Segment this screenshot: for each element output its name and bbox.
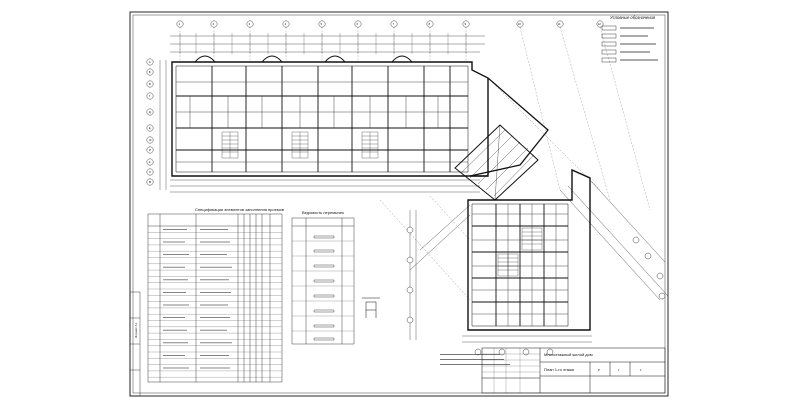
stage-code: Р xyxy=(598,368,600,372)
svg-text:6: 6 xyxy=(357,22,359,26)
svg-text:Л: Л xyxy=(149,170,151,174)
diagonal-connector-plan xyxy=(379,77,601,301)
title-block: Многоэтажный жилой дом План 1-го этажа Р… xyxy=(481,347,666,394)
left-axis-markers xyxy=(146,58,154,186)
svg-text:2: 2 xyxy=(213,22,215,26)
svg-text:10: 10 xyxy=(518,22,522,26)
spec-table-title: Спецификация элементов заполнения проемо… xyxy=(195,207,284,212)
sheets-total: 1 xyxy=(640,368,642,372)
svg-text:7: 7 xyxy=(393,22,395,26)
sheet-frame xyxy=(129,11,669,397)
top-axis-markers xyxy=(176,20,604,28)
svg-text:8: 8 xyxy=(429,22,431,26)
legend: Условные обозначения xyxy=(601,15,658,63)
svg-text:11: 11 xyxy=(558,22,561,26)
svg-text:Д: Д xyxy=(149,110,151,114)
svg-text:К: К xyxy=(149,160,151,164)
diagonal-axis-markers xyxy=(406,226,666,356)
specification-table: Спецификация элементов заполнения проемо… xyxy=(147,207,284,383)
svg-text:1: 1 xyxy=(179,22,181,26)
svg-text:М: М xyxy=(149,180,152,184)
svg-text:Е: Е xyxy=(149,126,151,130)
svg-text:12: 12 xyxy=(598,22,602,26)
svg-text:4: 4 xyxy=(285,22,287,26)
svg-text:5: 5 xyxy=(321,22,323,26)
section-detail xyxy=(362,297,380,318)
legend-title: Условные обозначения xyxy=(610,15,656,20)
left-stamp-strip xyxy=(129,291,141,397)
project-name: Многоэтажный жилой дом xyxy=(544,352,593,357)
svg-text:9: 9 xyxy=(465,22,467,26)
svg-text:И: И xyxy=(149,148,151,152)
general-notes xyxy=(440,354,510,365)
svg-text:Г: Г xyxy=(149,94,151,98)
upper-wing-plan xyxy=(159,33,489,193)
svg-text:3: 3 xyxy=(249,22,251,26)
lintel-schedule: Ведомость перемычек xyxy=(291,210,355,345)
top-axis-labels: 1 2 3 4 5 6 7 8 9 10 11 12 xyxy=(179,22,602,26)
lintel-table-title: Ведомость перемычек xyxy=(302,210,344,215)
lower-wing-plan xyxy=(409,168,669,343)
svg-text:А: А xyxy=(149,60,151,64)
format-label: Формат А1 xyxy=(134,323,138,338)
svg-text:Ж: Ж xyxy=(149,138,152,142)
sheet-number: 1 xyxy=(618,368,620,372)
left-axis-labels: А Б В Г Д Е Ж И К Л М xyxy=(149,60,152,184)
sheet-name: План 1-го этажа xyxy=(544,367,575,372)
svg-text:В: В xyxy=(149,82,151,86)
axis-grid-lines xyxy=(179,26,651,211)
svg-text:Б: Б xyxy=(149,70,151,74)
